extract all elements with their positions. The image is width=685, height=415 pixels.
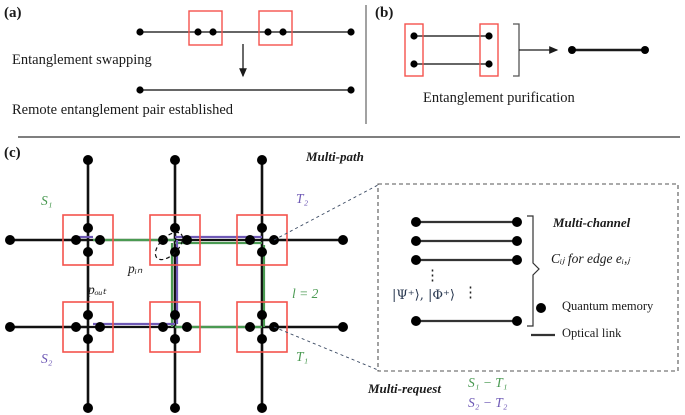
memory-dot bbox=[83, 310, 93, 320]
memory-dot bbox=[257, 403, 267, 413]
panel-a-graphics bbox=[136, 10, 355, 94]
panel-a-tag: (a) bbox=[4, 5, 22, 21]
label-t1: T₁ bbox=[296, 349, 309, 364]
memory-dot bbox=[158, 322, 168, 332]
p-in-highlight-ellipse bbox=[154, 231, 184, 261]
node-box bbox=[149, 214, 201, 266]
brace-icon bbox=[513, 23, 520, 77]
memory-dot bbox=[347, 86, 355, 94]
memory-dot bbox=[641, 46, 649, 54]
memory-dot bbox=[182, 322, 192, 332]
inset-vdots-lower: ⋮ bbox=[463, 283, 478, 301]
memory-dot bbox=[512, 316, 522, 326]
memory-dot bbox=[411, 255, 421, 265]
memory-dot bbox=[410, 32, 418, 40]
memory-dot bbox=[71, 235, 81, 245]
memory-dot bbox=[194, 28, 202, 36]
memory-dot bbox=[410, 60, 418, 68]
memory-dot bbox=[257, 247, 267, 257]
node-box bbox=[188, 10, 223, 46]
memory-dot bbox=[83, 155, 93, 165]
memory-dot bbox=[83, 247, 93, 257]
multipath-title: Multi-path bbox=[306, 149, 364, 164]
node-box bbox=[149, 301, 201, 353]
node-box bbox=[404, 23, 424, 77]
memory-dot bbox=[257, 334, 267, 344]
node-box bbox=[479, 23, 499, 77]
label-p-in: pᵢₙ bbox=[128, 261, 143, 276]
memory-dot bbox=[338, 235, 348, 245]
memory-dot bbox=[279, 28, 287, 36]
panel-b-caption: Entanglement purification bbox=[423, 90, 575, 106]
node-box bbox=[258, 10, 293, 46]
memory-dot bbox=[257, 155, 267, 165]
request-s1-t1: S₁ − T₁ bbox=[468, 375, 508, 390]
memory-dot bbox=[411, 217, 421, 227]
memory-dot bbox=[5, 235, 15, 245]
node-box bbox=[62, 214, 114, 266]
memory-dot bbox=[170, 403, 180, 413]
label-t2: T₂ bbox=[296, 191, 309, 206]
node-box bbox=[62, 301, 114, 353]
label-hop-count: l = 2 bbox=[292, 286, 319, 301]
memory-dot bbox=[264, 28, 272, 36]
panel-a-caption-top: Entanglement swapping bbox=[12, 52, 152, 68]
panel-c-network bbox=[5, 155, 379, 413]
inset-multichannel bbox=[377, 183, 679, 372]
inset-border bbox=[377, 183, 679, 372]
memory-dot bbox=[71, 322, 81, 332]
memory-dot bbox=[95, 235, 105, 245]
label-s1: S₁ bbox=[41, 193, 53, 208]
memory-dot bbox=[83, 223, 93, 233]
panel-b-graphics bbox=[404, 23, 649, 77]
memory-dot bbox=[347, 28, 355, 36]
node-box bbox=[236, 301, 288, 353]
panel-b-tag: (b) bbox=[375, 5, 394, 21]
inset-connector-line bbox=[273, 184, 379, 241]
memory-dot bbox=[170, 223, 180, 233]
inset-bell-states: |Ψ⁺⟩, |Φ⁺⟩ bbox=[392, 288, 455, 303]
memory-dot bbox=[411, 236, 421, 246]
request-s2-t2: S₂ − T₂ bbox=[468, 395, 508, 410]
panel-c-tag: (c) bbox=[4, 145, 21, 161]
label-p-out: pₒᵤₜ bbox=[88, 282, 107, 297]
brace-icon bbox=[527, 215, 540, 327]
memory-dot bbox=[170, 155, 180, 165]
inset-capacity: Cᵢⱼ for edge eᵢ,ⱼ bbox=[551, 251, 630, 266]
memory-dot bbox=[411, 316, 421, 326]
legend-dot-icon bbox=[536, 303, 546, 313]
memory-dot bbox=[485, 60, 493, 68]
memory-dot bbox=[485, 32, 493, 40]
memory-dot bbox=[209, 28, 217, 36]
memory-dot bbox=[512, 255, 522, 265]
memory-dot bbox=[257, 223, 267, 233]
legend-optical-link-label: Optical link bbox=[562, 326, 622, 340]
node-box bbox=[236, 214, 288, 266]
memory-dot bbox=[136, 28, 144, 36]
memory-dot bbox=[257, 310, 267, 320]
memory-dot bbox=[83, 403, 93, 413]
memory-dot bbox=[245, 322, 255, 332]
memory-dot bbox=[136, 86, 144, 94]
memory-dot bbox=[512, 236, 522, 246]
legend-quantum-memory-label: Quantum memory bbox=[562, 299, 654, 313]
panel-a-caption-bottom: Remote entanglement pair established bbox=[12, 102, 234, 118]
memory-dot bbox=[512, 217, 522, 227]
inset-vdots-upper: ⋮ bbox=[425, 266, 440, 284]
memory-dot bbox=[245, 235, 255, 245]
multirequest-title: Multi-request bbox=[368, 381, 441, 396]
memory-dot bbox=[568, 46, 576, 54]
memory-dot bbox=[170, 334, 180, 344]
inset-connector-line bbox=[273, 326, 379, 371]
memory-dot bbox=[182, 235, 192, 245]
memory-dot bbox=[5, 322, 15, 332]
inset-title: Multi-channel bbox=[553, 215, 631, 230]
memory-dot bbox=[95, 322, 105, 332]
memory-dot bbox=[83, 334, 93, 344]
label-s2: S₂ bbox=[41, 351, 53, 366]
memory-dot bbox=[170, 310, 180, 320]
memory-dot bbox=[338, 322, 348, 332]
